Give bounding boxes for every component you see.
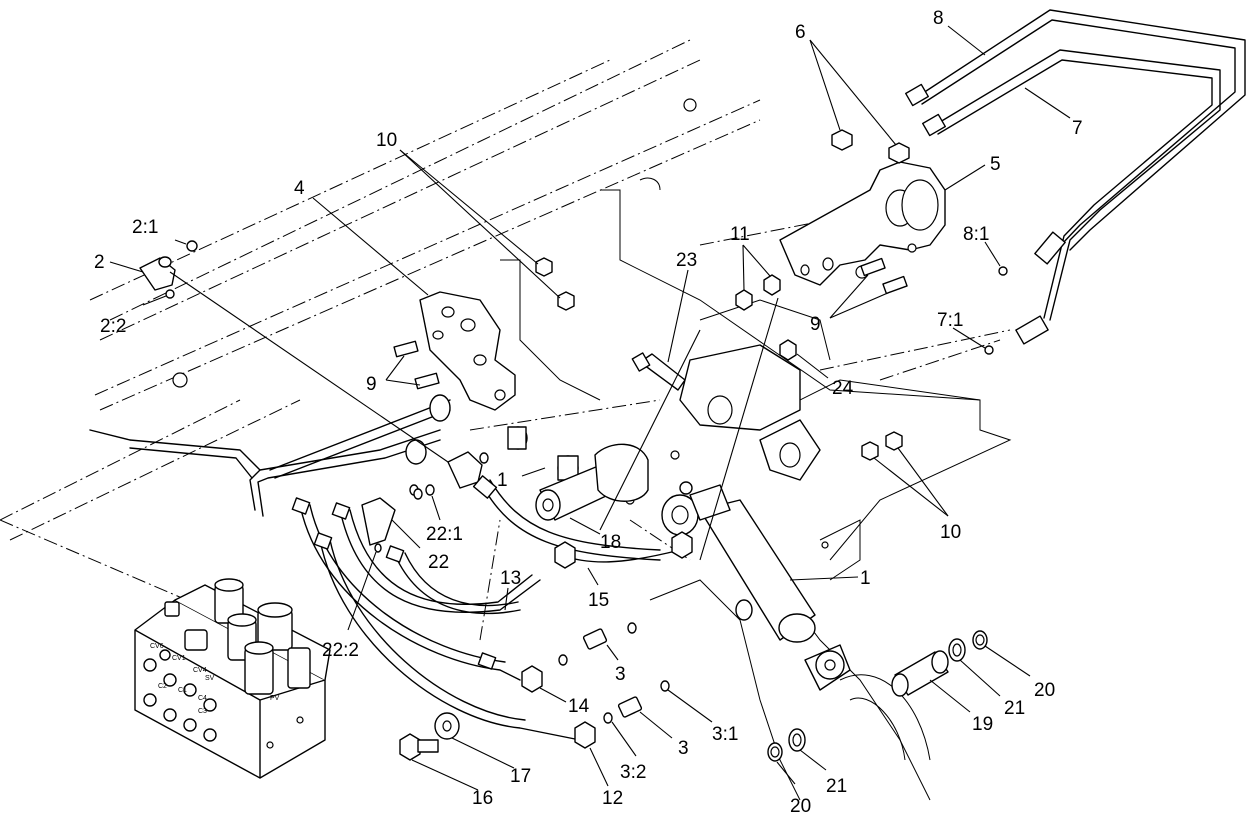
elbow-22 [361,484,435,553]
callout-17: 17 [510,766,531,787]
leader-lines [109,25,1071,791]
port-label-c2: C2 [158,683,167,690]
callout-20-bottom: 20 [790,796,811,817]
port-label-c1: C1 [178,687,187,694]
callout-8: 8 [933,8,944,29]
cylinder-1 [661,481,851,691]
callout-22-1: 22:1 [426,524,463,545]
callout-1-cylinder: 1 [860,568,871,589]
callout-8-1: 8:1 [963,224,989,245]
bracket-4 [419,291,516,411]
callout-21-bottom: 21 [826,776,847,797]
callout-22-2: 22:2 [322,640,359,661]
bolts-9-right [860,257,908,295]
manifold-valve-block: CV6 CV1 CV4 C1 C2 C3 C4 SV PV [134,578,331,779]
callout-7: 7 [1072,118,1083,139]
bolts-9-left [393,340,440,390]
callout-10-lower: 10 [940,522,961,543]
callout-1-bushing: 1 [497,470,508,491]
callout-16: 16 [472,788,493,809]
callout-9-left: 9 [366,374,377,395]
o-rings [413,266,1008,500]
callout-2-1: 2:1 [132,217,158,238]
elbow-fitting-center [447,451,498,499]
port-label-sv: SV [205,675,215,682]
callout-20-right: 20 [1034,680,1055,701]
port-label-c4: C4 [198,695,207,702]
callout-5: 5 [990,154,1001,175]
callout-19: 19 [972,714,993,735]
callout-2: 2 [94,252,105,273]
callout-14: 14 [568,696,590,717]
nuts-10-11 [535,257,903,461]
callout-24: 24 [832,378,854,399]
callout-22: 22 [428,552,449,573]
port-label-cv6: CV6 [150,643,164,650]
bolt-23 [631,352,686,391]
callout-3-1: 3:1 [712,724,738,745]
callout-6: 6 [795,22,806,43]
callout-13: 13 [500,568,521,589]
nuts-6 [831,129,910,164]
tube-8 [905,9,1246,251]
pin-19 [891,650,949,697]
port-label-cv1: CV1 [172,655,186,662]
callout-3-2: 3:2 [620,762,646,783]
callout-21-right: 21 [1004,698,1025,719]
hoses [299,479,681,741]
fittings-12-14 [521,531,693,749]
frame-phantom-outline [0,39,1011,641]
fittings-3 [558,622,670,724]
callout-3-upper: 3 [615,664,626,685]
hose-fittings-left [291,497,497,670]
bushings-1 [507,426,579,481]
callout-18: 18 [600,532,621,553]
callout-3-lower: 3 [678,738,689,759]
callout-labels: 1 1 2 2:1 2:2 3 3 3:1 3:2 4 5 6 7 7:1 8 … [94,8,1083,817]
bolt-16-washer-17 [399,712,460,761]
tube-left-run [89,394,451,517]
callout-10-upper: 10 [376,130,397,151]
callout-2-2: 2:2 [100,316,126,337]
callout-4: 4 [294,178,305,199]
port-label-pv: PV [270,695,280,702]
elbow-2 [139,240,198,299]
port-label-cv4: CV4 [193,667,207,674]
callout-23: 23 [676,250,697,271]
callout-7-1: 7:1 [937,310,963,331]
washers-20-21 [767,630,988,762]
callout-11: 11 [730,224,750,245]
callout-12: 12 [602,788,623,809]
pivot-housing [679,344,821,481]
tube-7 [922,49,1221,345]
port-label-c3: C3 [198,708,207,715]
callout-9-right: 9 [810,314,821,335]
callout-15: 15 [588,590,609,611]
pin-18 [535,443,649,521]
